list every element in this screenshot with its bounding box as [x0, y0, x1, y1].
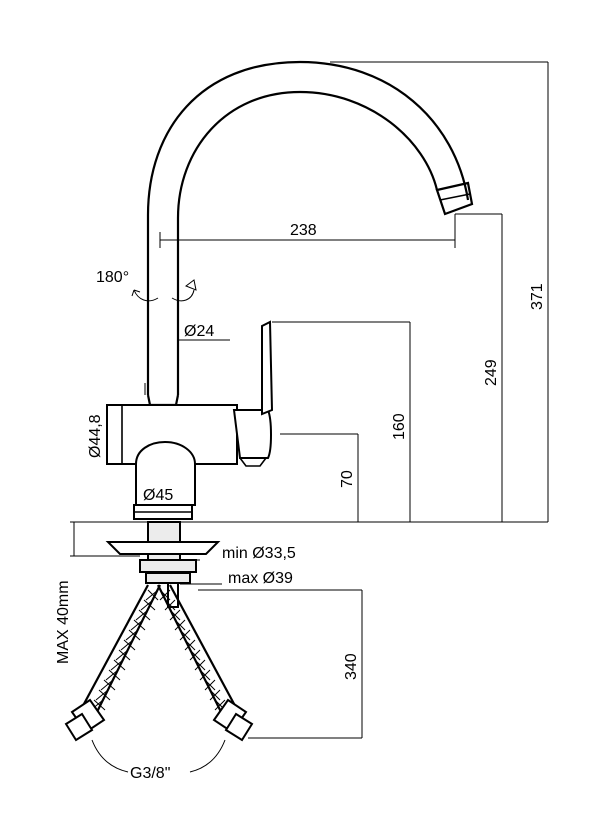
height-spout-label: 249	[483, 359, 500, 386]
mounting-assembly	[70, 521, 548, 608]
left-hose-braid	[90, 589, 159, 711]
faucet-outline	[106, 60, 474, 520]
right-hose-inner	[157, 584, 227, 723]
rotation-arrow-right-icon	[184, 279, 197, 291]
handle-housing	[232, 409, 272, 459]
spout-diameter-label: Ø24	[184, 323, 214, 340]
hole-max-label: max Ø39	[228, 570, 293, 587]
body-diameter-label: Ø44,8	[87, 414, 104, 458]
rotation-arc-right	[171, 289, 195, 302]
spout-inner-edge	[176, 90, 439, 395]
handle-lever	[261, 320, 274, 416]
height-handle-label: 160	[391, 413, 408, 440]
rotation-arc-left	[133, 289, 159, 302]
aerator-line	[439, 193, 471, 201]
right-hose-nut	[212, 698, 248, 734]
hose-length-label: 340	[343, 653, 360, 680]
fixing-nut-lower	[145, 572, 191, 584]
dimension-lines	[73, 61, 549, 773]
spout-collar	[146, 394, 180, 407]
height-total-label: 371	[529, 283, 546, 310]
right-hose-fitting	[224, 712, 254, 742]
rotation-arrow-left-icon	[131, 289, 141, 297]
base-diameter-label: Ø45	[143, 487, 173, 504]
fixing-nut	[139, 559, 197, 573]
body-bulb	[135, 440, 196, 506]
thread-leader-left	[91, 739, 129, 773]
thread-leader-right	[189, 739, 226, 773]
spout-aerator	[435, 181, 474, 216]
rotation-label: 180°	[96, 269, 129, 286]
hole-min-label: min Ø33,5	[222, 545, 296, 562]
right-hose-outer	[169, 584, 241, 716]
thread-label: G3/8"	[130, 765, 170, 782]
left-hose-inner	[91, 584, 161, 723]
rotation-indicator	[131, 279, 197, 302]
dimension-labels: 238 180° Ø24 Ø44,8 Ø45 371 249 160 70 mi…	[55, 222, 546, 782]
stud-bolt	[167, 582, 179, 608]
flexible-hoses	[64, 584, 254, 742]
left-hose-fitting	[64, 712, 94, 742]
right-hose-braid	[159, 589, 226, 711]
spout-outer-edge	[146, 60, 470, 395]
reach-label: 238	[290, 222, 317, 239]
height-body-label: 70	[339, 470, 356, 488]
mounting-plate	[105, 541, 221, 555]
deck-thickness-label: MAX 40mm	[55, 580, 72, 664]
handle-cap	[239, 457, 267, 467]
left-hose-outer	[77, 584, 149, 716]
